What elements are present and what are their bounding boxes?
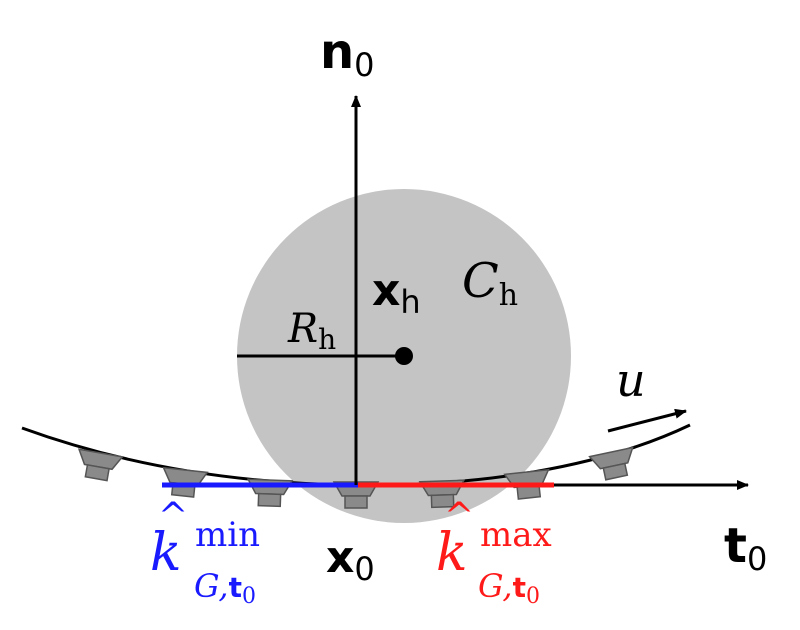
kappa-min-symbol: k xyxy=(150,523,182,583)
tangent-axis-label: t0 xyxy=(724,518,767,578)
normal-axis-label: n0 xyxy=(320,24,375,84)
center-point xyxy=(395,347,413,365)
direction-label: u xyxy=(616,353,646,407)
kappa-min-label: ^ k min G,t0 xyxy=(150,496,260,609)
radius-label: Rh xyxy=(287,306,336,356)
kappa-max-subscript: G,t0 xyxy=(478,567,540,609)
kappa-max-superscript: max xyxy=(480,515,552,555)
center-point-label: xh xyxy=(372,265,421,321)
caster-wheel-icon xyxy=(588,446,634,481)
kappa-max-label: ^ k max G,t0 xyxy=(436,496,552,609)
kappa-min-superscript: min xyxy=(195,515,260,555)
kappa-max-hat: ^ xyxy=(444,496,474,537)
circle-label: Ch xyxy=(462,253,518,313)
caster-wheel-icon xyxy=(77,448,124,482)
kappa-min-subscript: G,t0 xyxy=(194,567,256,609)
contact-point-label: x0 xyxy=(326,532,375,588)
kappa-min-hat: ^ xyxy=(158,496,188,537)
kappa-max-symbol: k xyxy=(436,523,468,583)
direction-arrow xyxy=(607,408,687,433)
